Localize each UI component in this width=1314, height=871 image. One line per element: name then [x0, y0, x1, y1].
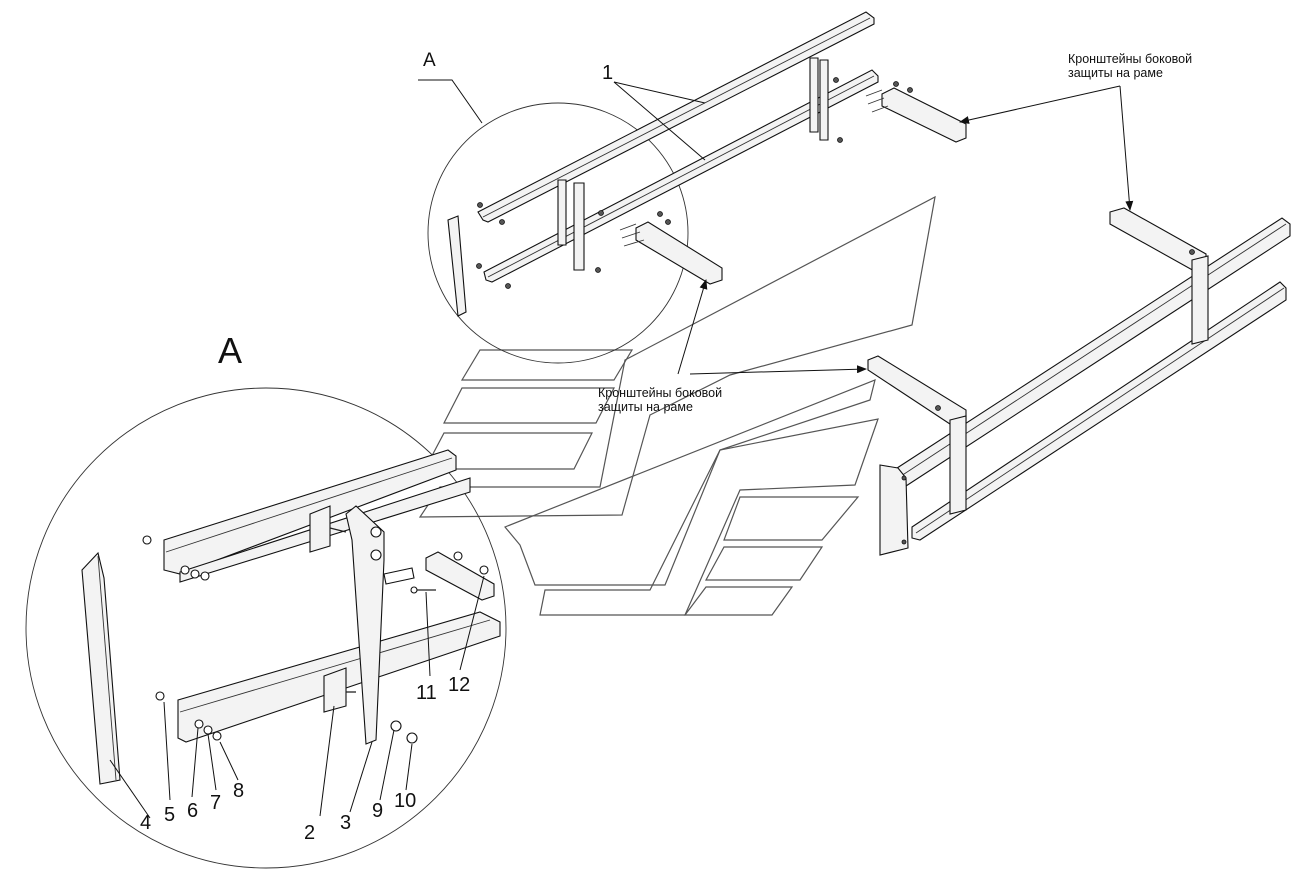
upper-rails [447, 11, 879, 317]
bracket-note-center-line1: Кронштейны боковой [598, 386, 723, 400]
part-number-1: 1 [602, 62, 614, 84]
part-number-6: 6 [187, 800, 199, 822]
bracket-note-right: Кронштейны боковой защиты на раме [1068, 52, 1192, 80]
bracket-note-center-line2: защиты на раме [598, 400, 693, 414]
bracket-note-right-line2: защиты на раме [1068, 66, 1163, 80]
part-number-12: 12 [448, 674, 471, 696]
part-number-8: 8 [233, 780, 245, 802]
upper-brackets [619, 81, 967, 285]
part-number-11: 11 [416, 682, 437, 704]
part-number-4: 4 [140, 812, 152, 834]
detail-a-title-small: A [423, 50, 436, 71]
leader-lines [109, 81, 1134, 819]
part-number-2: 2 [304, 822, 316, 844]
watermark-logo [418, 195, 936, 616]
part-number-3: 3 [340, 812, 352, 834]
detail-circle-big [25, 387, 507, 869]
part-number-10: 10 [394, 790, 417, 812]
detail-a-title-big: A [218, 330, 243, 371]
part-number-5: 5 [164, 804, 176, 826]
bracket-note-right-line1: Кронштейны боковой [1068, 52, 1193, 66]
right-assembly [867, 207, 1291, 556]
part-number-9: 9 [372, 800, 384, 822]
bracket-note-center: Кронштейны боковой защиты на раме [598, 386, 722, 414]
detail-circle-small [427, 102, 689, 364]
detail-a-parts [81, 449, 501, 785]
part-number-7: 7 [210, 792, 222, 814]
detail-a-leader [418, 79, 483, 124]
